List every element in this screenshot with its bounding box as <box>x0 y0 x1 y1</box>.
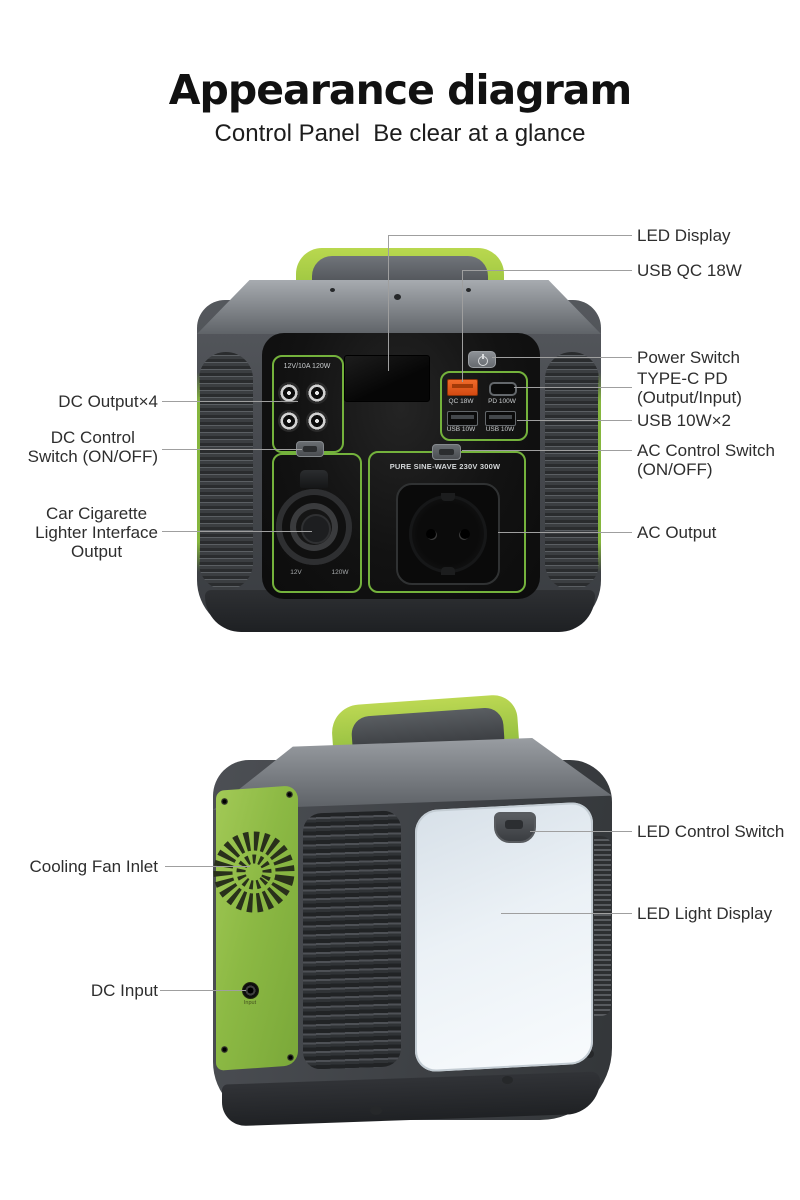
callout-line-dc-switch <box>162 449 302 450</box>
label-led-display: LED Display <box>637 226 731 245</box>
label-usb10w: USB 10W×2 <box>637 411 732 430</box>
left-vent <box>199 352 253 590</box>
usb-section <box>440 371 528 441</box>
ac-socket-hole <box>460 529 470 539</box>
lid-screw <box>394 294 401 300</box>
callout-line-led-switch <box>530 831 632 832</box>
label-power-switch: Power Switch <box>637 348 740 367</box>
ac-socket <box>396 483 500 585</box>
ac-ground-clip <box>441 567 455 575</box>
type-c-port <box>489 382 517 396</box>
panel-screw <box>287 1054 294 1061</box>
callout-line-usb-qc <box>462 270 632 271</box>
cig-volt-label: 12V <box>290 569 302 576</box>
label-cigarette: Car Cigarette Lighter Interface Output <box>35 504 158 561</box>
label-cooling-fan: Cooling Fan Inlet <box>29 857 158 876</box>
power-icon <box>478 355 488 366</box>
led-display <box>344 355 430 402</box>
lid-screw <box>330 288 335 292</box>
left-vent-green-edge <box>197 372 200 572</box>
cigarette-lighter-pin <box>301 514 331 544</box>
front-view-photo: 12V/10A 120W QC 18W PD 100W USB 10W USB … <box>0 0 800 660</box>
side-vent <box>303 810 401 1070</box>
label-usb-qc: USB QC 18W <box>637 261 742 280</box>
ac-socket-recess <box>409 495 487 573</box>
usb-port-label-1: USB 10W <box>446 426 476 433</box>
cig-watt-label: 120W <box>331 569 349 576</box>
callout-line-usb-qc-drop <box>462 270 463 382</box>
callout-line-ac-output <box>498 532 632 533</box>
callout-line-usb10w <box>517 420 632 421</box>
callout-line-dc-output <box>162 401 298 402</box>
callout-line-led-display <box>388 235 632 236</box>
usb-a-port-2 <box>485 411 516 426</box>
callout-line-led-display-drop <box>388 235 389 371</box>
label-type-c: TYPE-C PD (Output/Input) <box>637 369 742 407</box>
side-view-photo: Input <box>0 660 800 1200</box>
label-ac-switch: AC Control Switch (ON/OFF) <box>637 441 775 479</box>
right-edge-vent <box>594 836 611 1016</box>
callout-line-ac-switch <box>462 450 632 451</box>
base-screw-hole <box>370 1106 382 1115</box>
lid-screw <box>466 288 471 292</box>
led-control-switch <box>494 812 536 843</box>
ac-ground-clip <box>441 493 455 501</box>
label-dc-switch: DC Control Switch (ON/OFF) <box>27 428 158 466</box>
usb-port-label-2: USB 10W <box>485 426 515 433</box>
panel-screw <box>221 1046 228 1053</box>
usb-a-port-1 <box>447 411 478 426</box>
page-subtitle: Control Panel Be clear at a glance <box>214 120 586 147</box>
dc-output-port <box>278 410 300 432</box>
dc-output-port <box>306 382 328 404</box>
callout-line-cigarette <box>162 531 312 532</box>
ac-socket-hole <box>426 529 436 539</box>
qc-port-label: QC 18W <box>448 398 474 405</box>
panel-screw <box>221 798 228 805</box>
base-screw-hole <box>585 1050 594 1058</box>
label-dc-output: DC Output×4 <box>58 392 158 411</box>
callout-line-power-switch <box>492 357 632 358</box>
right-vent <box>545 352 599 590</box>
power-switch <box>468 351 496 368</box>
dc-output-port <box>278 382 300 404</box>
fan-spiral-icon <box>213 831 295 913</box>
top-lid <box>197 280 601 334</box>
cigarette-lighter-socket <box>276 489 352 565</box>
ac-control-switch <box>432 444 461 460</box>
dc-output-port <box>306 410 328 432</box>
right-vent-green-edge <box>598 372 601 572</box>
callout-line-type-c <box>514 387 632 388</box>
page-title: Appearance diagram <box>168 66 632 114</box>
base-screw-hole <box>502 1076 513 1084</box>
label-dc-input: DC Input <box>90 981 158 1000</box>
dc-section-label: 12V/10A 120W <box>283 363 331 370</box>
cigarette-lighter-cover <box>300 470 328 488</box>
label-led-light: LED Light Display <box>637 904 773 923</box>
callout-line-led-light <box>501 913 632 914</box>
dc-input-caption: Input <box>243 1000 257 1006</box>
panel-screw <box>286 791 293 798</box>
label-ac-output: AC Output <box>637 523 717 542</box>
callout-line-dc-input <box>160 990 246 991</box>
callout-line-fan <box>165 866 250 867</box>
ac-banner: PURE SINE-WAVE 230V 300W <box>389 462 501 471</box>
pd-port-label: PD 100W <box>488 398 516 405</box>
label-led-switch: LED Control Switch <box>637 822 785 841</box>
